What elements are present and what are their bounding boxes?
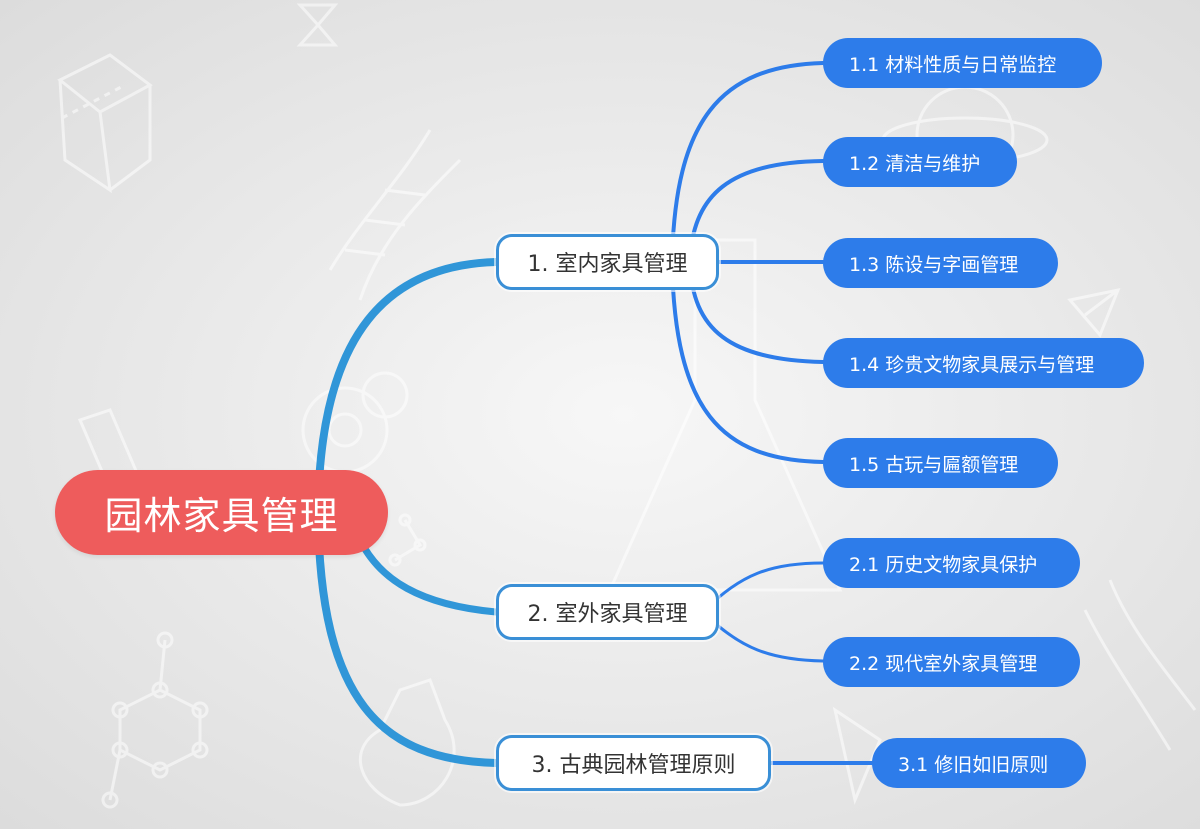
leaf-node-1-2[interactable]: 1.2 清洁与维护 xyxy=(823,137,1017,187)
dna-helix-icon xyxy=(328,129,1197,751)
leaf-node-1-1[interactable]: 1.1 材料性质与日常监控 xyxy=(823,38,1102,88)
leaf-node-2-1[interactable]: 2.1 历史文物家具保护 xyxy=(823,538,1080,588)
connector-branch-2-to-2-2 xyxy=(703,612,825,663)
connector-branch-1-to-1-1 xyxy=(670,61,825,264)
crystal-icon xyxy=(832,287,1121,805)
branch-node-indoor-furniture[interactable]: 1. 室内家具管理 xyxy=(496,234,719,290)
leaf-node-2-2[interactable]: 2.2 现代室外家具管理 xyxy=(823,637,1080,687)
connector-root-to-branch-1 xyxy=(314,258,500,516)
connector-root-to-branch-3 xyxy=(314,508,500,767)
hourglass-icon xyxy=(296,3,339,47)
cube-icon xyxy=(57,53,153,194)
leaf-node-1-3[interactable]: 1.3 陈设与字画管理 xyxy=(823,238,1058,288)
flask-icon xyxy=(358,238,843,807)
connector-branch-1-to-1-5 xyxy=(670,260,825,464)
connector-root-to-branch-2 xyxy=(356,536,500,616)
leaf-node-3-1[interactable]: 3.1 修旧如旧原则 xyxy=(872,738,1086,788)
branch-node-classical-garden-principles[interactable]: 3. 古典园林管理原则 xyxy=(496,735,771,791)
connector-branch-2-to-2-1 xyxy=(703,561,825,612)
molecule-icon xyxy=(101,513,427,809)
leaf-node-1-5[interactable]: 1.5 古玩与匾额管理 xyxy=(823,438,1058,488)
leaf-node-1-4[interactable]: 1.4 珍贵文物家具展示与管理 xyxy=(823,338,1144,388)
mindmap-root-node[interactable]: 园林家具管理 xyxy=(55,470,388,555)
branch-node-outdoor-furniture[interactable]: 2. 室外家具管理 xyxy=(496,584,719,640)
